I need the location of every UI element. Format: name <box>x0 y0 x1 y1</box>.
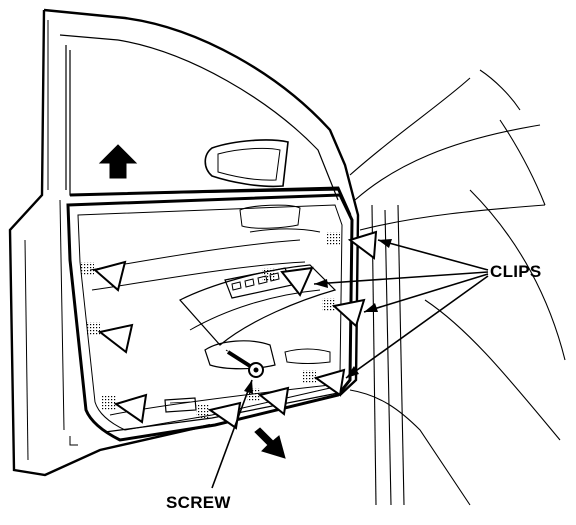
clip-location <box>302 370 316 384</box>
door-emblem-mark <box>69 436 78 446</box>
arrow-up-icon <box>98 144 138 179</box>
clip-locations <box>80 232 340 418</box>
arrow-down-right-icon <box>254 427 286 459</box>
door-shell <box>8 8 360 477</box>
clip-location <box>80 262 94 276</box>
clip-location <box>262 268 276 282</box>
triangle-pointer-icon <box>113 393 148 424</box>
window-frame <box>69 50 352 216</box>
triangle-pointer-icon <box>331 298 366 328</box>
screw-label: SCREW <box>166 493 231 512</box>
triangle-pointer-icon <box>280 266 314 297</box>
leader-arrowheads <box>244 239 392 394</box>
clip-location <box>102 396 116 410</box>
clip-location <box>86 322 100 336</box>
clip-location <box>196 404 210 418</box>
car-body <box>349 69 566 506</box>
screw-leader-line <box>211 379 253 489</box>
leader-lines <box>211 239 489 489</box>
clip-pointers <box>92 230 378 430</box>
direction-arrows <box>98 144 286 459</box>
triangle-pointer-icon <box>313 368 346 397</box>
triangle-pointer-icon <box>97 323 134 354</box>
triangle-pointer-icon <box>257 386 290 416</box>
clips-leader-line <box>313 271 489 285</box>
clip-location <box>322 298 336 312</box>
triangle-pointer-icon <box>347 230 378 260</box>
clips-leader-line <box>363 273 489 313</box>
clip-location <box>326 232 340 246</box>
side-mirror <box>204 139 289 188</box>
clips-leader-line <box>377 239 489 271</box>
clips-label: CLIPS <box>490 262 542 281</box>
screw <box>225 349 264 378</box>
triangle-pointer-icon <box>92 260 127 292</box>
clips-leader-line <box>345 275 489 379</box>
